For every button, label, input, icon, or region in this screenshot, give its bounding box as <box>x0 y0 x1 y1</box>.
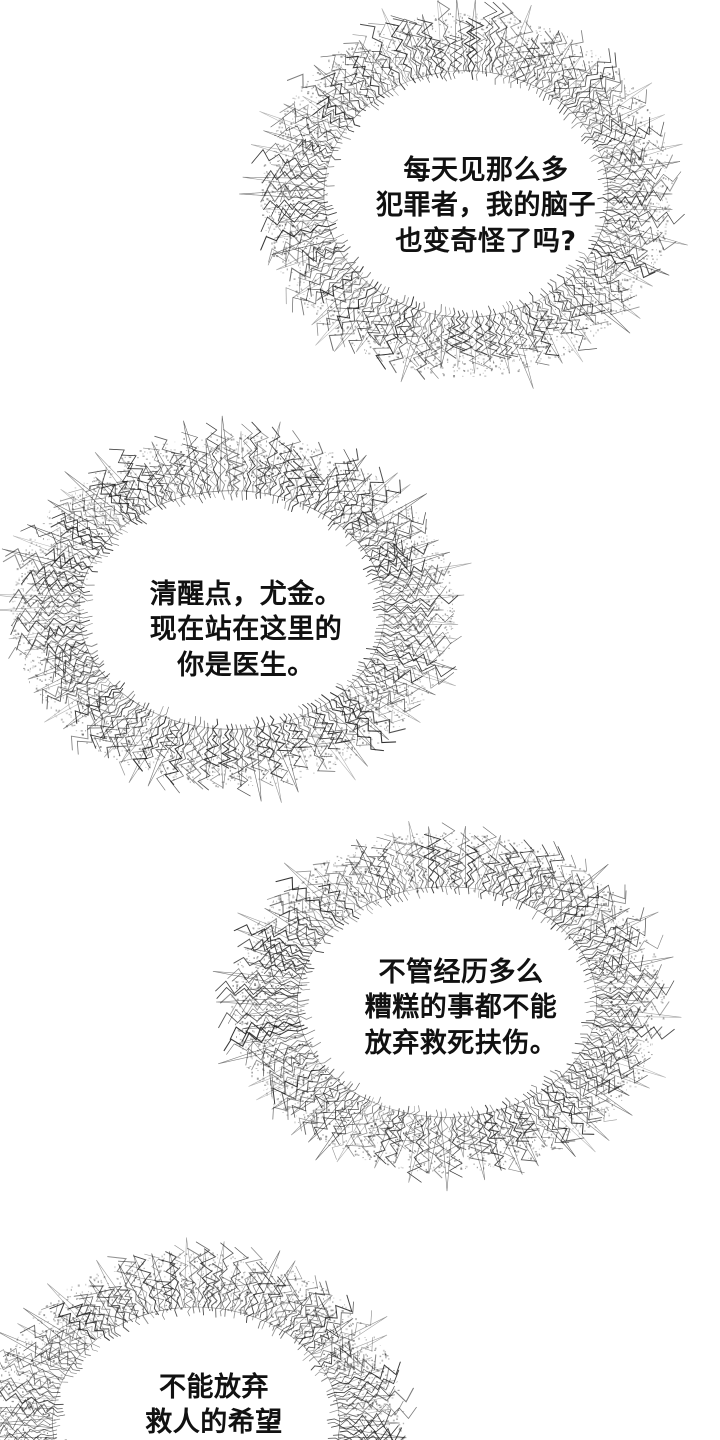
speech-bubble-1: 每天见那么多 犯罪者，我的脑子 也变奇怪了吗? <box>239 0 688 389</box>
bubble-3-text: 不管经历多么 糟糕的事都不能 放弃救死扶伤。 <box>364 957 558 1059</box>
speech-bubble-4: 不能放弃 救人的希望 <box>0 1237 417 1440</box>
speech-bubble-2: 清醒点，尤金。 现在站在这里的 你是医生。 <box>0 415 472 803</box>
speech-bubble-3: 不管经历多么 糟糕的事都不能 放弃救死扶伤。 <box>212 821 682 1192</box>
bubble-2-text: 清醒点，尤金。 现在站在这里的 你是医生。 <box>149 579 343 681</box>
bubble-1-text: 每天见那么多 犯罪者，我的脑子 也变奇怪了吗? <box>376 155 596 257</box>
bubble-4-text: 不能放弃 救人的希望 <box>145 1371 283 1438</box>
